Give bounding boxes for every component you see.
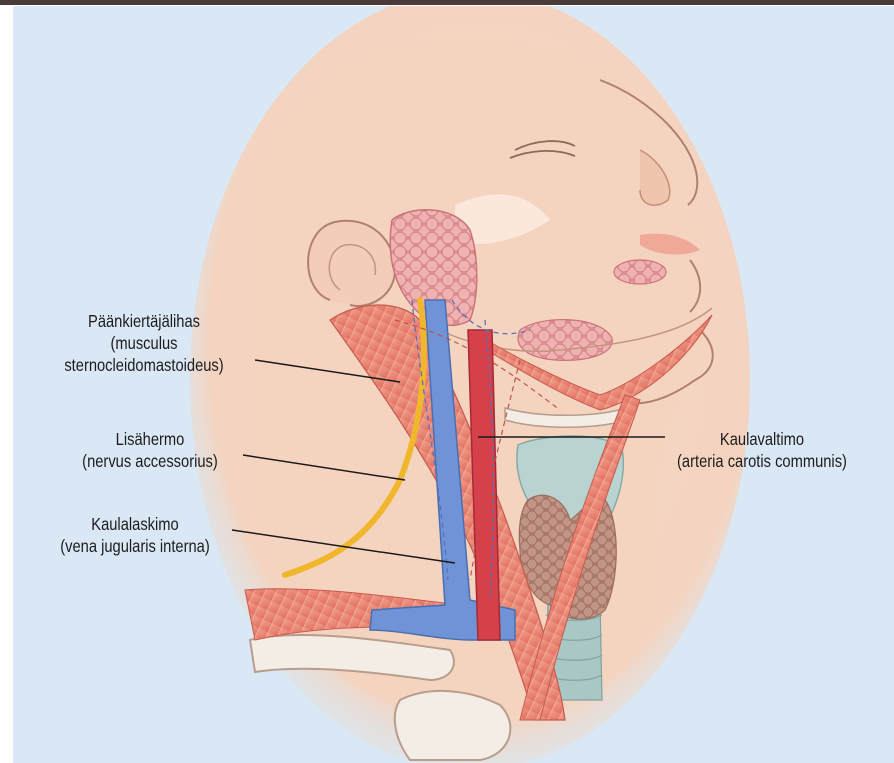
- sublingual-gland: [614, 260, 666, 284]
- label-carotid-artery: Kaulavaltimo (arteria carotis communis): [670, 428, 853, 472]
- label-artery-latin: (arteria carotis communis): [670, 450, 853, 472]
- label-vein-latin: (vena jugularis interna): [51, 535, 219, 557]
- submandibular-gland: [518, 320, 612, 361]
- neck-anatomy-illustration: [13, 6, 894, 763]
- label-muscle-latin-2: sternocleidomastoideus): [39, 354, 249, 376]
- shoulder-bone: [395, 691, 511, 760]
- label-vein-name: Kaulalaskimo: [51, 513, 219, 535]
- diagram-panel: Päänkiertäjälihas (musculus sternocleido…: [13, 6, 894, 763]
- label-jugular-vein: Kaulalaskimo (vena jugularis interna): [51, 513, 219, 557]
- label-accessory-nerve: Lisähermo (nervus accessorius): [79, 428, 222, 472]
- label-muscle-name: Päänkiertäjälihas: [39, 310, 249, 332]
- label-nerve-name: Lisähermo: [79, 428, 222, 450]
- label-artery-name: Kaulavaltimo: [670, 428, 853, 450]
- label-nerve-latin: (nervus accessorius): [79, 450, 222, 472]
- label-sternocleidomastoid: Päänkiertäjälihas (musculus sternocleido…: [39, 310, 249, 376]
- label-muscle-latin-1: (musculus: [39, 332, 249, 354]
- top-border: [0, 0, 894, 5]
